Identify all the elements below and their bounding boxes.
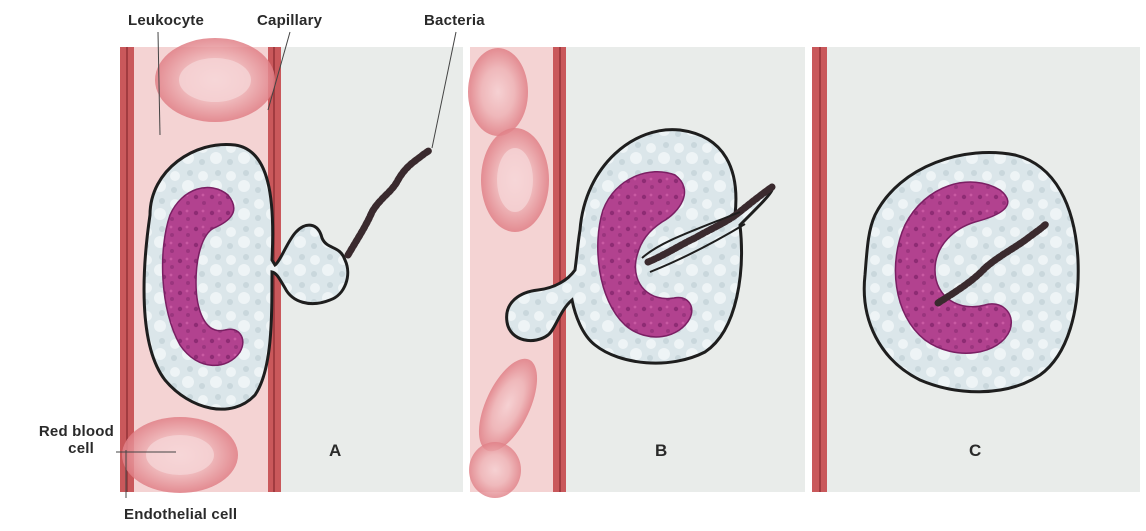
red-blood-cell [468, 48, 528, 136]
label-leukocyte: Leukocyte [128, 12, 204, 29]
panel-letter-b: B [655, 441, 667, 461]
label-red-blood-cell-line2: cell [20, 440, 114, 457]
red-blood-cell [469, 442, 521, 498]
label-red-blood-cell: Red blood cell [20, 423, 114, 457]
label-bacteria: Bacteria [424, 12, 485, 29]
panel-a [120, 38, 463, 493]
panel-letter-c: C [969, 441, 981, 461]
label-red-blood-cell-line1: Red blood [20, 423, 114, 440]
label-capillary: Capillary [257, 12, 322, 29]
panel-c [812, 47, 1140, 492]
panel-letter-a: A [329, 441, 341, 461]
panel-b [467, 47, 805, 498]
label-endothelial-cell: Endothelial cell [124, 506, 237, 523]
